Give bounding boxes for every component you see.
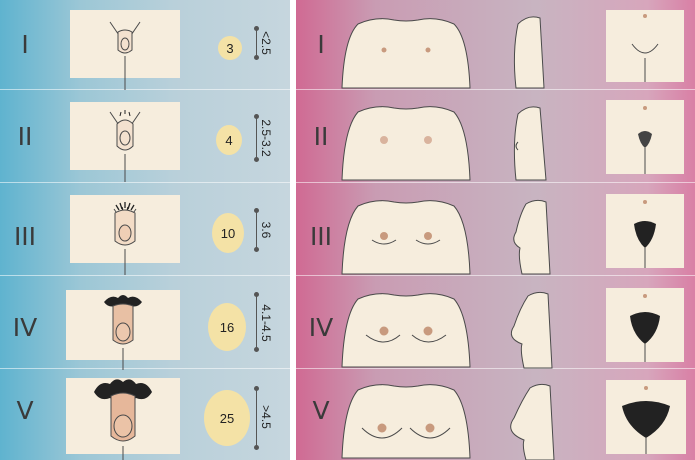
pubic-hair-illustration	[606, 380, 686, 454]
male-stage-label: II	[0, 122, 50, 151]
male-genital-illustration	[70, 10, 180, 78]
male-stage-label: V	[0, 396, 50, 425]
length-measurement: 3.6	[256, 195, 276, 265]
pubic-hair-illustration	[606, 288, 684, 362]
pubic-hair-illustration	[606, 194, 684, 268]
pubic-hair-illustration	[606, 10, 684, 82]
length-measurement: 2.5-3.2	[256, 103, 276, 173]
pubic-hair-illustration	[606, 100, 684, 174]
male-genital-illustration	[70, 195, 180, 263]
testicular-volume-oval: 16	[208, 303, 246, 351]
male-stage-label: IV	[0, 313, 50, 342]
breast-front-illustration	[336, 192, 476, 274]
row-divider	[296, 182, 695, 183]
breast-side-illustration	[508, 196, 556, 274]
male-stage-label: III	[0, 222, 50, 251]
length-measurement: <2.5	[256, 8, 276, 78]
row-divider	[296, 368, 695, 369]
breast-front-illustration	[336, 285, 476, 367]
testicular-volume-oval: 3	[218, 36, 242, 60]
breast-front-illustration	[336, 376, 476, 458]
row-divider	[0, 275, 290, 276]
breast-side-illustration	[508, 102, 552, 180]
male-stages-panel: I 3 <2.5 II 4 2.5-3.2 III	[0, 0, 290, 460]
breast-front-illustration	[336, 8, 476, 88]
male-stage-label: I	[0, 30, 50, 59]
row-divider	[0, 182, 290, 183]
male-genital-illustration	[66, 290, 180, 360]
male-genital-illustration	[70, 102, 180, 170]
breast-front-illustration	[336, 98, 476, 180]
testicular-volume-oval: 25	[204, 390, 250, 446]
testicular-volume-oval: 4	[216, 125, 242, 155]
breast-side-illustration	[508, 288, 558, 368]
testicular-volume-oval: 10	[212, 213, 244, 253]
length-measurement: >4.5	[256, 382, 276, 452]
row-divider	[296, 89, 695, 90]
length-measurement: 4.1-4.5	[256, 288, 276, 358]
breast-side-illustration	[508, 380, 562, 460]
breast-side-illustration	[508, 12, 548, 88]
female-stages-panel: I II III	[296, 0, 695, 460]
row-divider	[296, 275, 695, 276]
male-genital-illustration	[66, 378, 180, 454]
